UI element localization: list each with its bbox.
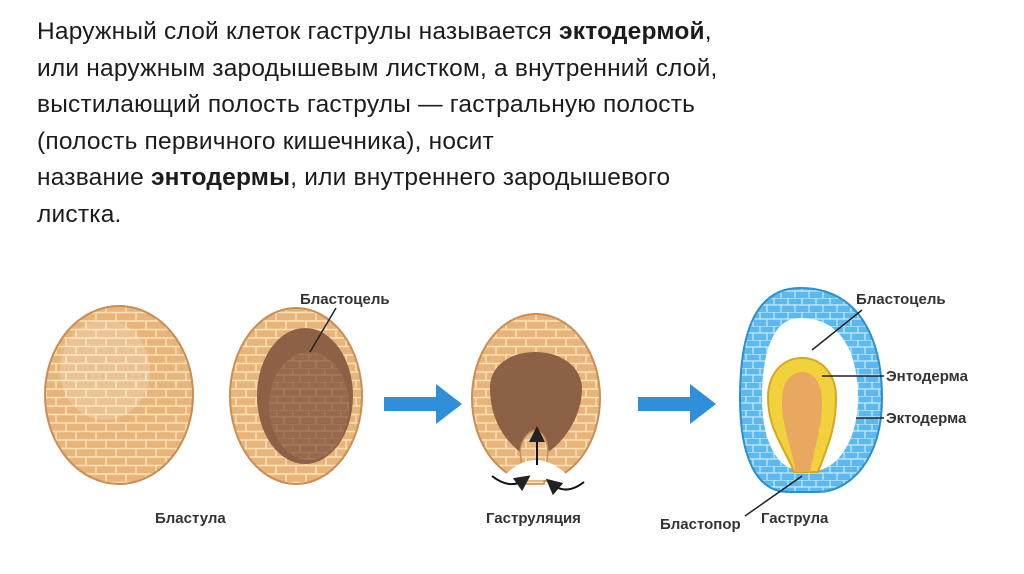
text-line-2: или наружным зародышевым листком, а внут…: [37, 54, 718, 82]
term-ectoderm: эктодермой: [559, 18, 705, 45]
blastula-section: [229, 307, 363, 485]
label-gastrulation: Гаструляция: [486, 510, 581, 527]
intro-paragraph: Наружный слой клеток гаструлы называется…: [37, 14, 997, 233]
text-segment: Наружный слой клеток гаструлы называется: [37, 18, 559, 45]
label-entoderm: Энтодерма: [886, 368, 969, 385]
blastocoel-pointer-1: [309, 307, 337, 353]
blastopore-pointer: [744, 475, 803, 517]
text-segment: название: [37, 164, 151, 191]
text-line-3: выстилающий полость гаструлы — гастральн…: [37, 91, 696, 118]
label-gastrula: Гаструла: [761, 510, 829, 527]
text-segment: , или внутреннего зародышевого: [290, 164, 671, 191]
arrow-right-icon: [638, 384, 716, 424]
text-line-1: Наружный слой клеток гаструлы называется…: [37, 14, 997, 51]
label-blastocoel-2: Бластоцель: [856, 291, 946, 308]
inflow-arrow-right-icon: [545, 478, 585, 496]
blastocoel-pointer-2: [811, 309, 863, 351]
gastrulation-diagram: Бластоцель Бластула Гаструляция Бластоце…: [44, 286, 969, 533]
label-blastula: Бластула: [155, 510, 226, 527]
label-ectoderm: Эктодерма: [886, 410, 967, 427]
text-line-4: (полость первичного кишечника), носит: [37, 127, 494, 155]
text-segment: ,: [704, 18, 712, 45]
gastrula-embryo: [738, 286, 884, 493]
label-blastocoel-1: Бластоцель: [300, 291, 390, 308]
text-line-6: листка.: [37, 200, 122, 228]
term-entoderm: энтодермы: [150, 164, 291, 191]
inflow-arrow-left-icon: [491, 475, 531, 492]
arrow-right-icon: [384, 384, 462, 424]
gastrulation-embryo: [471, 313, 601, 485]
text-line-5: название энтодермы, или внутреннего заро…: [37, 160, 997, 197]
label-blastopore: Бластопор: [660, 516, 741, 533]
blastula-sphere: [44, 305, 194, 485]
